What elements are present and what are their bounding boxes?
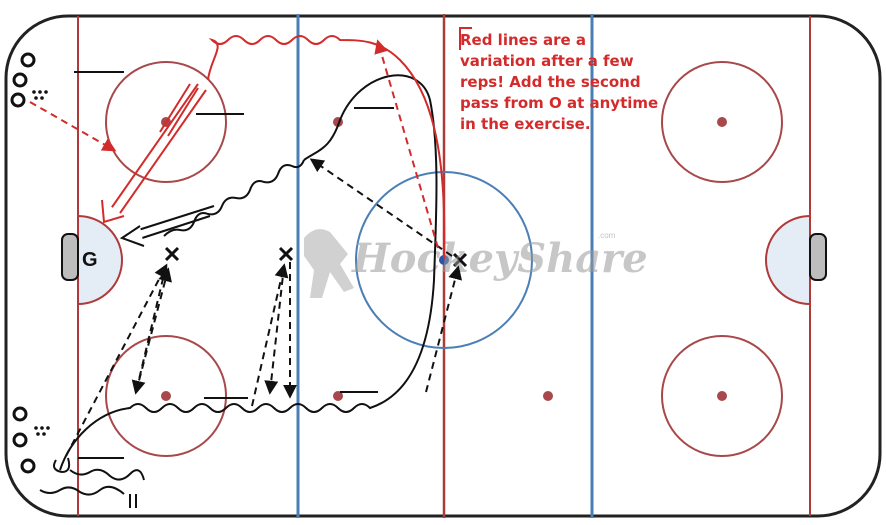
note-line-1: Red lines are a — [460, 31, 587, 49]
faceoff-dot-top-right — [717, 117, 727, 127]
puck-dots — [32, 90, 50, 436]
goalie-label: G — [82, 249, 98, 271]
goal-net-right — [809, 233, 827, 281]
note-line-5: in the exercise. — [460, 115, 591, 133]
note-bracket — [459, 27, 472, 50]
note-line-4: pass from O at anytime — [460, 94, 659, 112]
center-circle — [355, 171, 533, 349]
faceoff-dot-bottom-left — [161, 391, 171, 401]
x-marker-middle — [278, 246, 294, 262]
goal-net-left — [61, 233, 79, 281]
x-marker-center — [452, 252, 468, 268]
red-variation-path — [207, 35, 446, 261]
hockeyshare-watermark: HockeyShare .com — [304, 229, 648, 298]
note-line-2: variation after a few — [460, 52, 634, 70]
faceoff-circle-top-left — [105, 61, 227, 183]
instruction-note: Red lines are a variation after a few re… — [460, 30, 710, 135]
x-marker-left — [164, 246, 180, 262]
crease-left — [77, 214, 123, 306]
faceoff-dot-bottom-right — [717, 391, 727, 401]
red-dashed-passes — [29, 39, 439, 249]
player-group-bottom-left — [12, 406, 36, 474]
skating-path-upper — [163, 159, 305, 237]
crease-right — [765, 214, 811, 306]
skating-path-main — [59, 74, 438, 471]
skating-path-bottom-tail — [39, 457, 145, 508]
note-line-3: reps! Add the second — [460, 73, 641, 91]
faceoff-circle-bottom-left — [105, 335, 227, 457]
pass-lines — [65, 158, 462, 457]
player-group-top-left — [10, 52, 36, 108]
watermark-player-icon — [304, 229, 354, 298]
neutral-dot-bottom-left — [333, 391, 343, 401]
shot-arrow — [119, 205, 215, 247]
red-double-arrow — [101, 83, 207, 224]
faceoff-circle-top-right — [661, 61, 783, 183]
hash-marks — [74, 71, 394, 459]
watermark-text: HockeyShare — [351, 235, 648, 282]
neutral-dot-bottom-right — [543, 391, 553, 401]
watermark-suffix: .com — [598, 231, 616, 240]
faceoff-circle-bottom-right — [661, 335, 783, 457]
